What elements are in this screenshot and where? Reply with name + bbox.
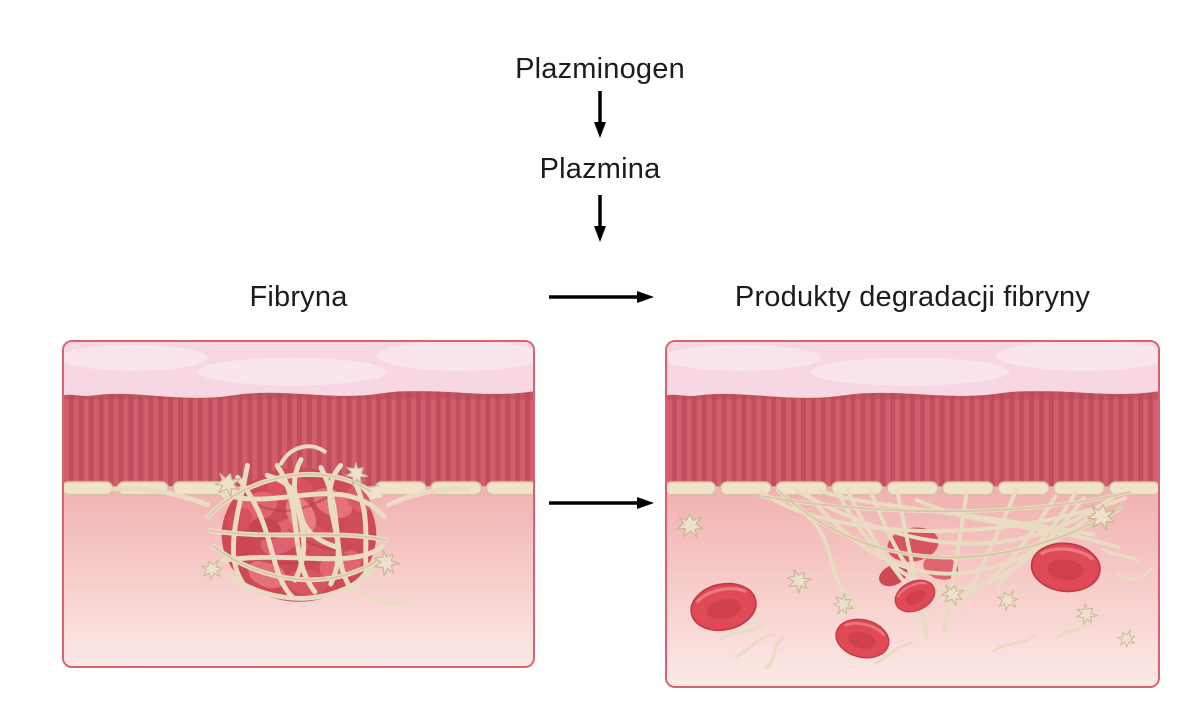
plasmin-label: Plazmina <box>539 153 661 185</box>
degradation-products-label: Produkty degradacji fibryny <box>734 281 1091 313</box>
arrow-right-icon <box>548 288 658 311</box>
fibrin-clot <box>112 444 471 606</box>
arrow-down-icon <box>591 194 609 249</box>
fibrin-label: Fibryna <box>249 281 348 313</box>
fibrin-degradation-illustration <box>665 340 1160 688</box>
arrow-down-icon <box>591 90 609 145</box>
arrow-right-icon <box>548 494 658 517</box>
fibrin-clot-illustration <box>62 340 535 668</box>
plasminogen-label: Plazminogen <box>515 53 685 85</box>
muscle-layer <box>667 391 1158 487</box>
fibrin-fragments <box>720 548 1153 670</box>
endothelium-layer <box>667 480 1158 497</box>
